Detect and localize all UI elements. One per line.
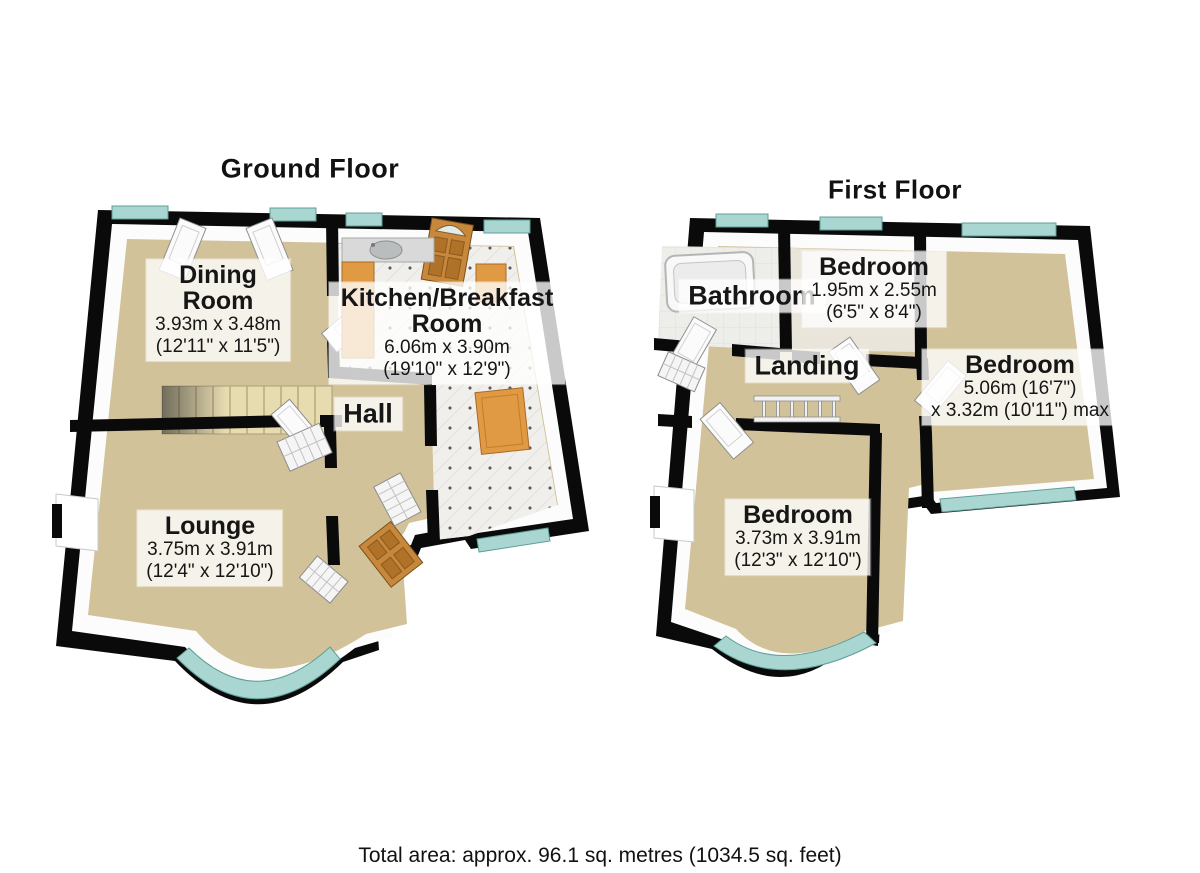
lounge-bay-window (176, 646, 341, 700)
bedroom-chimney-recess (650, 485, 695, 543)
ff-windows (713, 213, 1077, 671)
bathroom-window (715, 213, 769, 228)
lounge-chimney-recess (52, 493, 99, 552)
room-name: Bedroom (965, 351, 1075, 380)
ground-floor-plan (52, 205, 589, 705)
room-dims-metric: 5.06m (16'7") (963, 378, 1077, 400)
room-label-landing: Landing (745, 349, 869, 383)
room-dims-metric: 3.93m x 3.48m (155, 314, 281, 336)
room-label-bedroom-right: Bedroom 5.06m (16'7") x 3.32m (10'11") m… (922, 349, 1118, 425)
room-name: Hall (343, 398, 393, 429)
room-dims-imperial: x 3.32m (10'11") max (931, 400, 1109, 421)
glazed-door-hall-icon (298, 555, 349, 604)
total-area-text: Total area: approx. 96.1 sq. metres (103… (358, 844, 842, 867)
glazed-door-kitchen-icon (373, 472, 422, 527)
room-dims-metric: 6.06m x 3.90m (384, 337, 510, 359)
front-door-icon (358, 520, 424, 588)
room-dims-metric: 1.95m x 2.55m (811, 280, 937, 302)
room-dims-imperial: (6'5" x 8'4") (826, 302, 922, 323)
room-name: Bedroom (819, 253, 929, 282)
room-name: Kitchen/Breakfast Room (340, 284, 554, 339)
sink-icon (369, 240, 403, 260)
dining-window-left (111, 205, 169, 220)
room-label-bedroom-small: Bedroom 1.95m x 2.55m (6'5" x 8'4") (802, 251, 946, 327)
room-label-dining: Dining Room 3.93m x 3.48m (12'11" x 11'5… (146, 259, 290, 361)
room-dims-imperial: (19'10" x 12'9") (383, 359, 511, 380)
ground-floor-title: Ground Floor (220, 153, 400, 184)
room-dims-metric: 3.73m x 3.91m (735, 528, 861, 550)
room-name: Lounge (164, 512, 256, 541)
room-dims-imperial: (12'4" x 12'10") (146, 561, 274, 582)
dining-window-right (269, 207, 317, 222)
room-name: Bedroom (743, 501, 853, 530)
room-label-lounge: Lounge 3.75m x 3.91m (12'4" x 12'10") (137, 510, 283, 586)
room-name: Bathroom (688, 280, 816, 311)
right-bedroom-window-top (961, 222, 1057, 237)
gf-windows (111, 205, 551, 700)
kitchen-island (474, 387, 530, 455)
kitchen-window-front (476, 527, 551, 553)
room-dims-imperial: (12'3" x 12'10") (734, 550, 862, 571)
room-name: Dining Room (179, 261, 257, 316)
glazed-door-lounge-icon (276, 422, 333, 472)
kitchen-window-top-right (483, 219, 531, 234)
front-bedroom-door-icon (699, 401, 755, 460)
room-label-kitchen: Kitchen/Breakfast Room 6.06m x 3.90m (19… (329, 282, 565, 384)
first-floor-title: First Floor (827, 174, 963, 205)
small-bedroom-window (819, 216, 883, 231)
room-name: Landing (754, 350, 860, 381)
landing-glazed-panel-icon (657, 351, 706, 393)
room-dims-metric: 3.75m x 3.91m (147, 539, 273, 561)
room-dims-imperial: (12'11" x 11'5") (155, 336, 281, 357)
room-label-hall: Hall (334, 397, 402, 431)
room-label-bedroom-front: Bedroom 3.73m x 3.91m (12'3" x 12'10") (725, 499, 871, 575)
room-label-bathroom: Bathroom (679, 279, 825, 313)
front-bedroom-bay-window (713, 631, 877, 671)
right-bedroom-window-bottom (939, 486, 1077, 513)
kitchen-window-top (345, 212, 383, 227)
stair-banister-icon (753, 395, 841, 423)
kitchen-counter (341, 237, 435, 263)
